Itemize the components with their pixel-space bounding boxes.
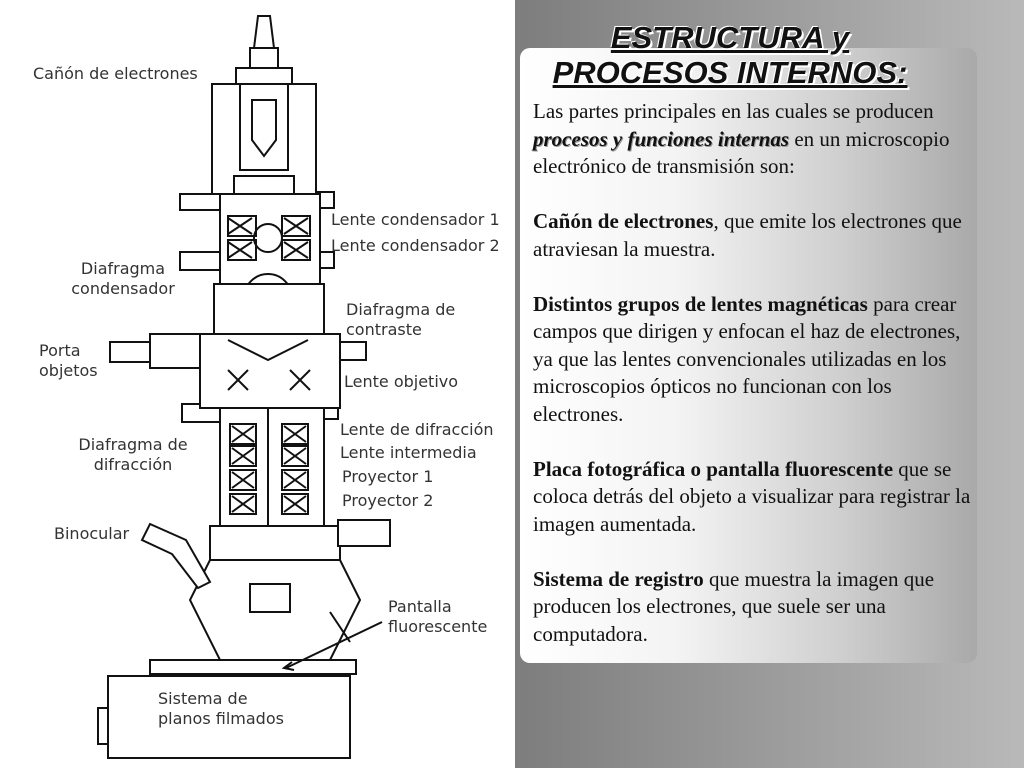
label-binocular: Binocular	[54, 524, 130, 543]
intro-paragraph: Las partes principales en las cuales se …	[533, 99, 950, 178]
text-panel	[520, 48, 977, 663]
label-pantalla-fluorescente: Pantalla fluorescente	[388, 597, 488, 636]
microscope-drawing	[97, 15, 391, 759]
label-diafragma-condensador: Diafragma condensador	[71, 259, 175, 298]
label-lente-condensador-2: Lente condensador 2	[331, 236, 500, 255]
slide-title: ESTRUCTURA y PROCESOS INTERNOS:	[552, 20, 908, 90]
label-porta-objetos: Porta objetos	[39, 341, 98, 380]
label-diafragma-difraccion: Diafragma de difracción	[78, 435, 188, 474]
microscope-diagram: Cañón de electrones Lente condensador 1 …	[33, 15, 500, 759]
label-lente-intermedia: Lente intermedia	[340, 443, 477, 462]
label-canon-electrones: Cañón de electrones	[33, 64, 198, 83]
label-sistema-planos-filmados: Sistema de planos filmados	[158, 689, 284, 728]
item-sistema: Sistema de registro que muestra la image…	[533, 566, 935, 646]
label-proyector-2: Proyector 2	[342, 491, 434, 510]
label-lente-objetivo: Lente objetivo	[344, 372, 459, 391]
item-lentes: Distintos grupos de lentes magnéticas pa…	[533, 291, 961, 426]
label-lente-difraccion: Lente de difracción	[340, 420, 494, 439]
label-lente-condensador-1: Lente condensador 1	[331, 210, 500, 229]
body-text: Las partes principales en las cuales se …	[533, 98, 973, 676]
label-diafragma-contraste: Diafragma de contraste	[346, 300, 456, 339]
label-proyector-1: Proyector 1	[342, 467, 434, 486]
item-placa: Placa fotográfica o pantalla fluorescent…	[533, 456, 971, 536]
item-canon: Cañón de electrones, que emite los elect…	[533, 209, 962, 261]
